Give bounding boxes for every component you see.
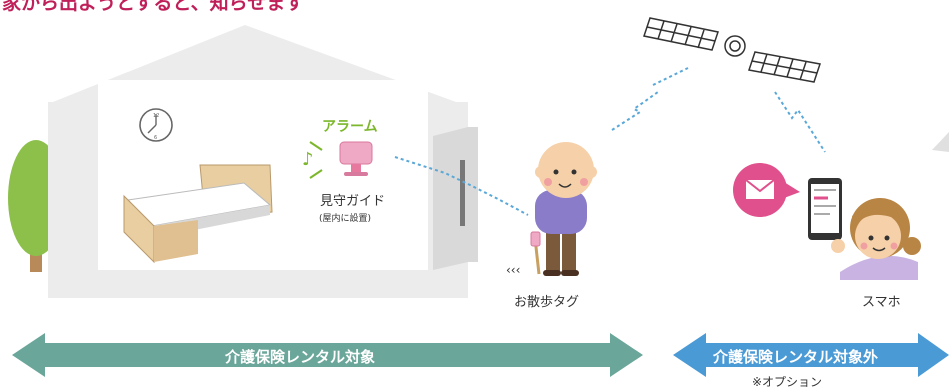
smartphone-label: スマホ [862,295,901,310]
alarm-label: アラーム [322,119,378,135]
satellite-icon [643,17,821,83]
device-name-label: 見守ガイド [320,194,386,209]
elderly-man-illustration: ‹‹‹ [506,142,597,277]
music-note-icon: ♪ [302,149,314,170]
house-illustration [48,25,478,298]
bed-illustration [123,164,273,264]
device-note-label: (屋内に設置) [319,214,372,224]
smartphone-icon [808,178,842,240]
svg-text:12: 12 [153,113,159,119]
signal-lines [394,67,826,216]
alarm-device-illustration: ♪ [302,141,373,179]
mail-icon [733,163,800,217]
scene-illustration: 12 6 ♪ [8,17,949,377]
rental-not-covered-banner [673,333,949,377]
rental-covered-label: 介護保険レンタル対象 [225,348,376,366]
clock-icon: 12 6 [139,108,173,142]
svg-text:6: 6 [154,135,157,141]
girl-illustration [831,198,921,280]
rental-not-covered-label: 介護保険レンタル対象外 [713,348,879,366]
svg-text:‹‹‹: ‹‹‹ [506,263,520,277]
rental-covered-banner [12,333,643,377]
house-edge-right [932,132,949,152]
walk-tag-label: お散歩タグ [514,295,580,310]
header-text: 家から出ようとすると、知らせます [2,0,305,14]
